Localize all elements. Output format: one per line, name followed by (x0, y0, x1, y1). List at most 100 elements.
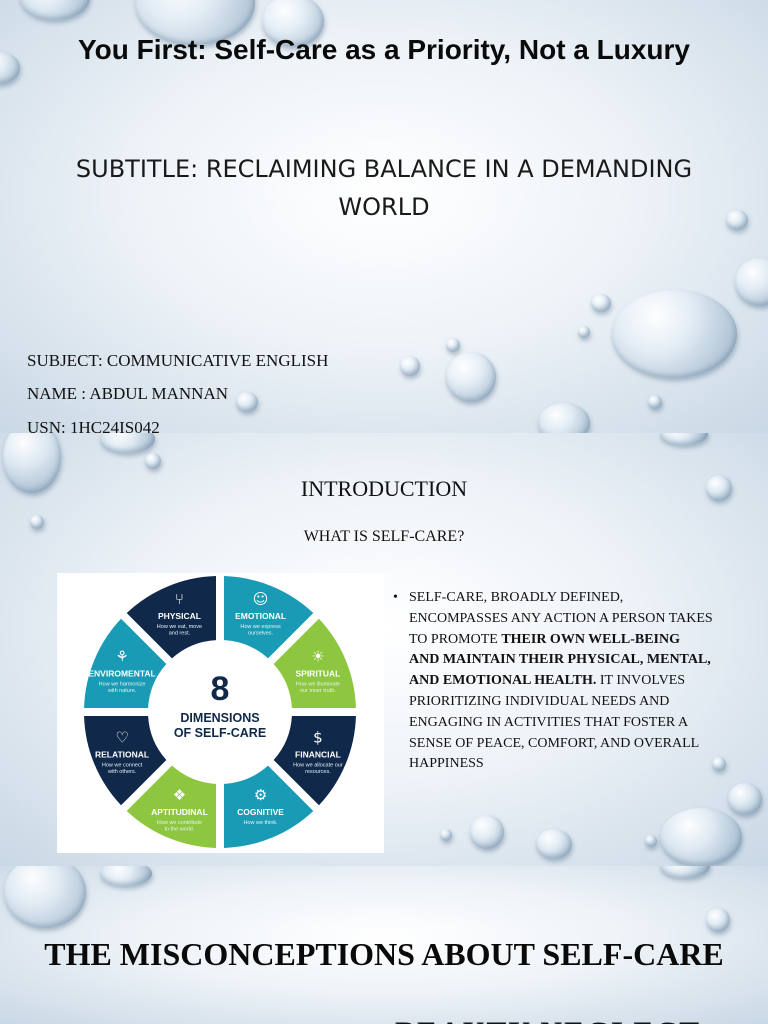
head-heart-icon: ☺ (253, 590, 269, 608)
segment-description: to the world. (164, 826, 194, 832)
water-droplet (20, 0, 90, 20)
water-droplet (706, 908, 730, 932)
water-droplet (645, 835, 657, 847)
segment-shape (126, 765, 217, 848)
segment-shape (126, 576, 217, 659)
segment-description: How we illuminate (296, 681, 340, 687)
piggy-bank-icon: $ (313, 729, 323, 747)
segment-shape (84, 715, 167, 806)
segment-shape (273, 715, 356, 806)
water-droplet (536, 829, 572, 859)
what-is-self-care-heading: WHAT IS SELF-CARE? (303, 528, 465, 545)
name-line: NAME : ABDUL MANNAN (27, 384, 229, 403)
segment-label: EMOTIONAL (235, 611, 286, 621)
segment-description: and rest. (169, 631, 191, 637)
segment-description: our inner truth. (300, 688, 336, 694)
segment-description: How we allocate our (293, 763, 343, 769)
wheel-center (154, 646, 286, 778)
water-droplet (0, 52, 20, 84)
segment-description: with others. (107, 769, 137, 775)
segment-cognitive: ⚙ COGNITIVE How we think. (223, 765, 314, 848)
bullet-dot: • (393, 590, 398, 605)
heart-icon: ♡ (115, 729, 128, 747)
segment-label: APTITUDINAL (151, 807, 208, 817)
water-droplet (262, 0, 324, 47)
water-droplet (612, 290, 737, 378)
water-droplet (100, 433, 155, 453)
water-droplet (712, 757, 726, 771)
globe-icon: ⚘ (115, 647, 128, 665)
segment-shape (84, 618, 167, 709)
water-droplet (660, 808, 742, 866)
segment-description: How we contribute (157, 820, 202, 826)
center-line-1: DIMENSIONS (180, 711, 259, 725)
segment-label: ENVIROMENTAL (88, 668, 155, 678)
subject-line: SUBJECT: COMMUNICATIVE ENGLISH (27, 351, 329, 370)
definition-text-part2: IT INVOLVES PRIORITIZING INDIVIDUAL NEED… (409, 673, 699, 772)
segment-description: with nature. (107, 688, 137, 694)
definition-text-part1: SELF-CARE, BROADLY DEFINED, ENCOMPASSES … (409, 590, 713, 647)
segment-description: How we think. (243, 820, 278, 826)
segment-description: ourselves. (248, 631, 274, 637)
water-droplet (236, 392, 258, 412)
center-line-2: OF SELF-CARE (174, 726, 266, 740)
lightbulb-icon: ☀ (311, 647, 324, 665)
segment-description: How we express (240, 624, 281, 630)
segment-label: COGNITIVE (237, 807, 284, 817)
segment-shape (223, 576, 314, 659)
misconceptions-slide: THE MISCONCEPTIONS ABOUT SELF-CARE BEAUT… (0, 866, 768, 1024)
title-slide: You First: Self-Care as a Priority, Not … (0, 0, 768, 433)
introduction-heading: INTRODUCTION (300, 476, 468, 501)
water-droplet (470, 815, 504, 849)
beauty-neglect-heading: BEAUTY NEGLECT (395, 1016, 701, 1024)
segment-label: FINANCIAL (295, 750, 341, 760)
water-droplet (660, 866, 710, 878)
water-droplet (30, 515, 44, 529)
definition-text-bold: THEIR OWN WELL-BEING AND MAINTAIN THEIR … (409, 631, 711, 689)
water-droplet (400, 356, 420, 376)
water-droplet (440, 829, 452, 841)
segment-shape (223, 765, 314, 848)
usn-line: USN: 1HC24IS042 (27, 418, 160, 433)
water-droplet (145, 453, 161, 469)
segment-shape (273, 618, 356, 709)
water-droplet (660, 433, 708, 445)
misconceptions-heading: THE MISCONCEPTIONS ABOUT SELF-CARE (44, 936, 724, 972)
presentation-subtitle: SUBTITLE: RECLAIMING BALANCE IN A DEMAND… (75, 155, 693, 221)
segment-description: How we harmonize (99, 681, 146, 687)
water-droplet (3, 433, 61, 493)
segment-description: How we connect (102, 763, 143, 769)
water-droplet (4, 866, 86, 928)
water-droplet (735, 258, 768, 306)
utensils-icon: ⑂ (175, 590, 184, 608)
puzzle-icon: ❖ (173, 786, 186, 804)
water-droplet (706, 475, 732, 501)
water-droplet (100, 866, 152, 886)
water-droplet (591, 294, 611, 312)
water-droplet (728, 783, 762, 815)
segment-description: resources. (305, 769, 331, 775)
water-droplet (578, 326, 590, 338)
segment-description: How we eat, move (157, 624, 202, 630)
water-droplet (446, 352, 496, 402)
water-droplet (446, 338, 460, 352)
presentation-title: You First: Self-Care as a Priority, Not … (78, 34, 690, 65)
water-droplet (538, 403, 590, 433)
segment-label: SPIRITUAL (295, 668, 340, 678)
segment-label: RELATIONAL (95, 750, 149, 760)
center-number: 8 (211, 670, 230, 708)
segment-label: PHYSICAL (158, 611, 201, 621)
brain-gear-icon: ⚙ (254, 786, 267, 804)
water-droplet (648, 395, 662, 409)
self-care-definition: • SELF-CARE, BROADLY DEFINED, ENCOMPASSE… (393, 588, 713, 775)
introduction-slide: INTRODUCTION WHAT IS SELF-CARE? ☺ EMOTION… (0, 433, 768, 866)
